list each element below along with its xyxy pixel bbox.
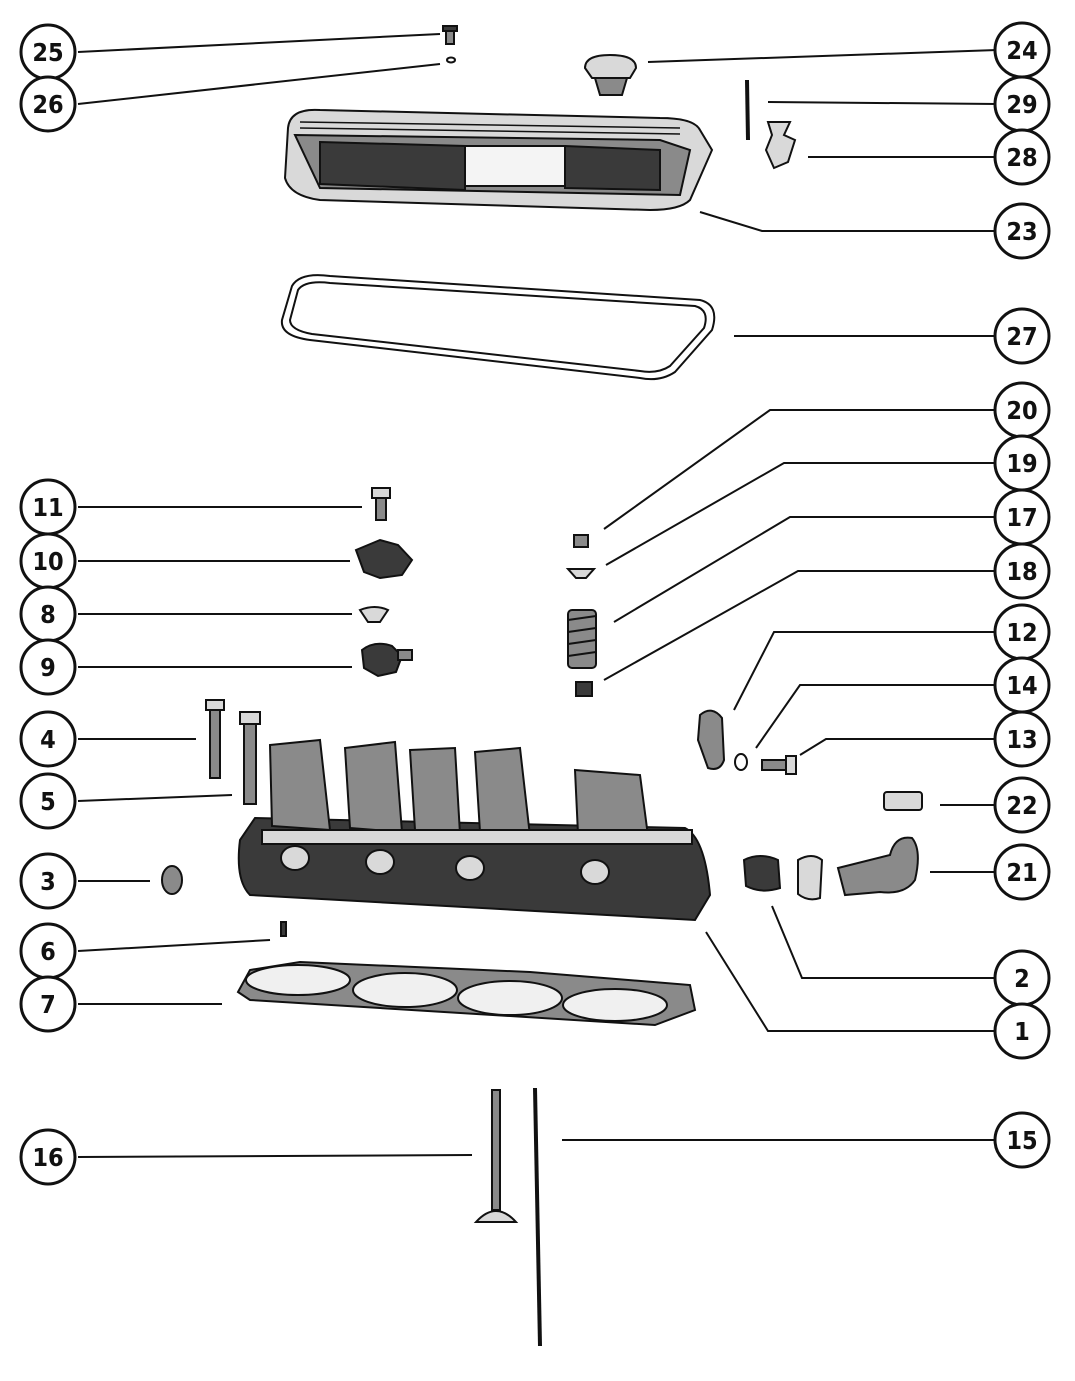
part-25-screw	[442, 25, 458, 45]
leader-lines	[77, 33, 998, 1158]
callout-7: 7	[19, 975, 77, 1033]
svg-text:1: 1	[1014, 1017, 1030, 1046]
callout-23: 23	[993, 202, 1051, 260]
svg-text:24: 24	[1006, 36, 1037, 65]
callout-16: 16	[19, 1128, 77, 1186]
callout-15: 15	[993, 1111, 1051, 1169]
part-2-fittings	[742, 855, 824, 901]
part-10-rocker-arm	[354, 538, 414, 580]
svg-text:26: 26	[32, 90, 63, 119]
part-24-filler-cap	[583, 53, 638, 96]
callout-12: 12	[993, 603, 1051, 661]
svg-text:3: 3	[40, 867, 56, 896]
callout-3: 3	[19, 852, 77, 910]
svg-text:2: 2	[1014, 964, 1030, 993]
part-11-bolt	[371, 487, 391, 521]
part-5-bolt	[239, 711, 261, 805]
svg-text:13: 13	[1006, 725, 1037, 754]
part-27-cover-gasket	[280, 274, 716, 381]
svg-text:29: 29	[1006, 90, 1037, 119]
part-14-washer	[734, 753, 748, 771]
callout-11: 11	[19, 478, 77, 536]
callout-25: 25	[19, 23, 77, 81]
part-6-dowel-pin	[280, 921, 287, 937]
svg-text:19: 19	[1006, 449, 1037, 478]
callout-29: 29	[993, 75, 1051, 133]
part-7-head-gasket	[236, 960, 697, 1027]
callout-1: 1	[993, 1002, 1051, 1060]
callout-14: 14	[993, 656, 1051, 714]
callout-5: 5	[19, 772, 77, 830]
part-21-hose	[836, 836, 919, 897]
callout-8: 8	[19, 585, 77, 643]
svg-text:18: 18	[1006, 557, 1037, 586]
callout-4: 4	[19, 710, 77, 768]
callout-19: 19	[993, 434, 1051, 492]
part-19-retainer	[565, 568, 597, 579]
part-3-plug	[161, 865, 183, 895]
svg-text:9: 9	[40, 653, 56, 682]
part-28-clip	[764, 121, 797, 170]
part-15-push-rod	[533, 1087, 542, 1347]
svg-text:20: 20	[1006, 396, 1037, 425]
callout-9: 9	[19, 638, 77, 696]
svg-text:17: 17	[1006, 503, 1037, 532]
svg-text:10: 10	[32, 547, 63, 576]
callout-22: 22	[993, 776, 1051, 834]
part-8-ball	[358, 606, 390, 623]
callout-24: 24	[993, 21, 1051, 79]
callout-18: 18	[993, 542, 1051, 600]
svg-text:27: 27	[1006, 322, 1037, 351]
part-29-tube	[745, 79, 750, 141]
part-17-valve-spring	[567, 609, 597, 669]
part-13-screw	[761, 755, 797, 775]
part-4-bolt	[205, 699, 225, 779]
callout-20: 20	[993, 381, 1051, 439]
svg-text:21: 21	[1006, 858, 1037, 887]
svg-text:6: 6	[40, 937, 56, 966]
callout-27: 27	[993, 307, 1051, 365]
callout-17: 17	[993, 488, 1051, 546]
callout-21: 21	[993, 843, 1051, 901]
svg-text:25: 25	[32, 38, 63, 67]
part-23-valve-cover	[283, 108, 714, 212]
svg-text:8: 8	[40, 600, 56, 629]
svg-text:15: 15	[1006, 1126, 1037, 1155]
part-18-seal	[575, 681, 593, 697]
callout-2: 2	[993, 949, 1051, 1007]
svg-text:23: 23	[1006, 217, 1037, 246]
callout-10: 10	[19, 532, 77, 590]
callout-28: 28	[993, 128, 1051, 186]
parts-illustration	[161, 25, 923, 1347]
part-16-valve	[473, 1089, 519, 1223]
svg-text:28: 28	[1006, 143, 1037, 172]
svg-text:16: 16	[32, 1143, 63, 1172]
svg-text:12: 12	[1006, 618, 1037, 647]
svg-text:4: 4	[40, 725, 56, 754]
part-26-washer	[446, 56, 456, 64]
svg-text:14: 14	[1006, 671, 1037, 700]
svg-text:11: 11	[32, 493, 63, 522]
callout-13: 13	[993, 710, 1051, 768]
callout-26: 26	[19, 75, 77, 133]
part-20-valve-key	[573, 534, 589, 548]
callout-6: 6	[19, 922, 77, 980]
svg-text:22: 22	[1006, 791, 1037, 820]
svg-text:7: 7	[40, 990, 56, 1019]
callout-badges: 25 26 24 29 28 23 27 20 19 17 18 11 10 8…	[19, 21, 1051, 1186]
svg-text:5: 5	[40, 787, 56, 816]
part-22-clamp	[883, 791, 923, 811]
part-9-rocker-nut	[360, 642, 413, 678]
part-1-cylinder-head	[237, 738, 712, 922]
part-12-deflector	[696, 709, 726, 770]
